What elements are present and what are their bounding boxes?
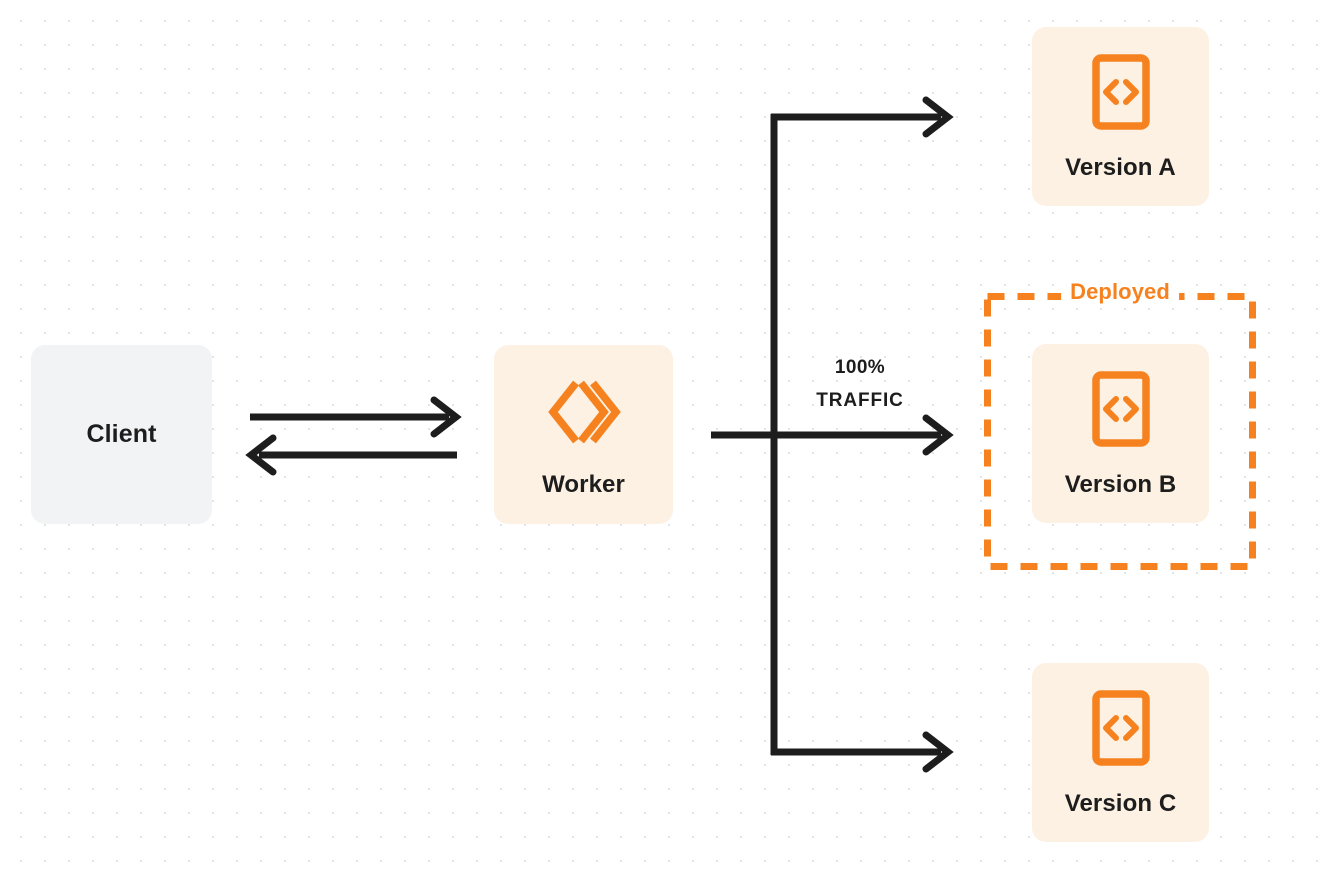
code-brackets-icon <box>1091 370 1150 452</box>
arrowhead-right-icon <box>922 96 954 138</box>
node-worker-label: Worker <box>542 470 625 498</box>
arrowhead-right-icon <box>430 396 462 438</box>
node-version-b[interactable]: Version B <box>1032 344 1209 523</box>
node-version-a-label: Version A <box>1065 153 1176 181</box>
node-version-c[interactable]: Version C <box>1032 663 1209 842</box>
node-version-a[interactable]: Version A <box>1032 27 1209 206</box>
traffic-percent-value: 100% <box>834 357 886 378</box>
node-version-b-label: Version B <box>1064 470 1177 498</box>
arrowhead-right-icon <box>922 731 954 773</box>
traffic-label: 100% TRAFFIC <box>789 351 931 418</box>
arrowhead-left-icon <box>245 434 277 476</box>
code-brackets-icon <box>1091 53 1150 135</box>
edge-trunk-to-version-c <box>771 731 954 773</box>
arrowhead-right-icon <box>922 414 954 456</box>
node-version-c-label: Version C <box>1064 789 1177 817</box>
worker-logo-icon <box>545 373 623 456</box>
edge-client-to-worker <box>250 396 462 438</box>
edge-trunk-to-version-a <box>771 96 954 138</box>
traffic-word-label: TRAFFIC <box>816 390 904 412</box>
node-client-label: Client <box>86 420 157 448</box>
node-worker[interactable]: Worker <box>494 345 673 524</box>
edge-worker-to-version-b <box>711 414 954 456</box>
deployed-group-label: Deployed <box>1061 281 1179 303</box>
code-brackets-icon <box>1091 689 1150 771</box>
deployed-group: Deployed <box>984 281 1256 570</box>
node-client[interactable]: Client <box>31 345 212 524</box>
edge-worker-to-client <box>245 434 457 476</box>
